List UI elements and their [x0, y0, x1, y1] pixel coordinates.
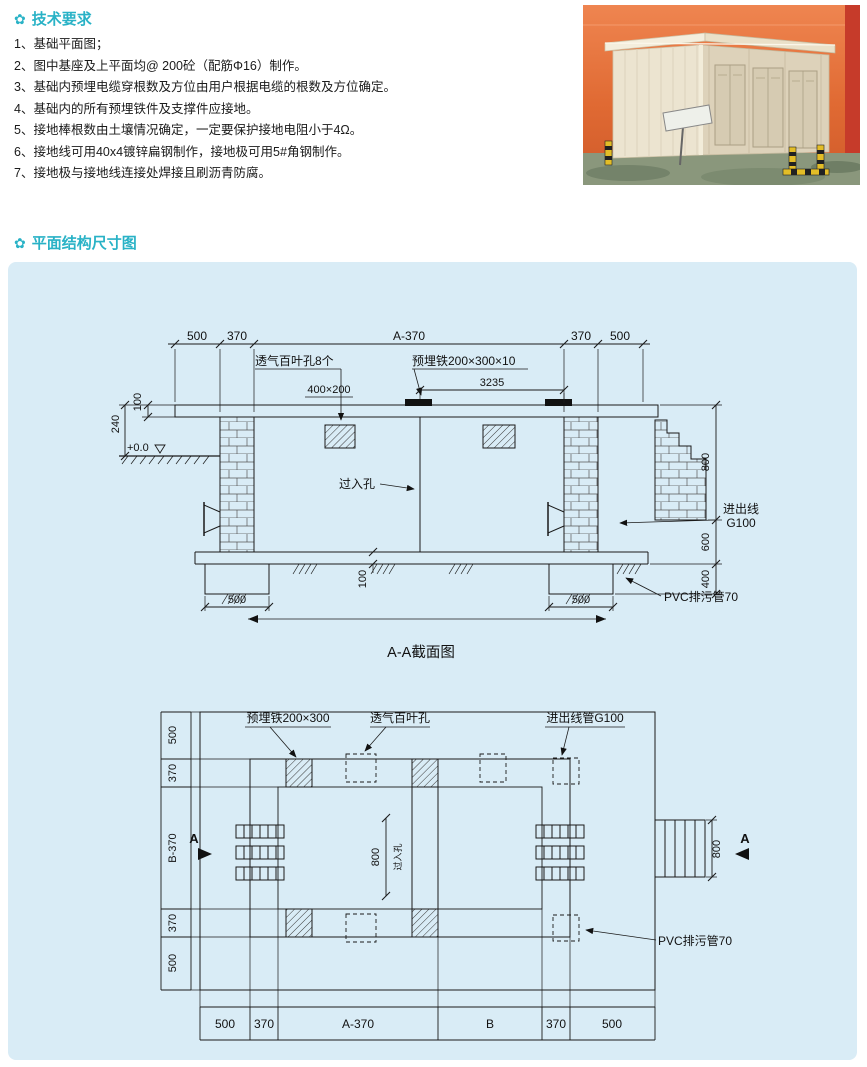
requirement-item: 5、接地棒根数由土壤情况确定，一定要保护接地电阻小于4Ω。	[14, 123, 363, 137]
cable-entry-left	[235, 824, 285, 881]
manhole-label: 过入孔	[339, 477, 375, 491]
plan-structure-title: 平面结构尺寸图	[31, 235, 137, 252]
plan-dim-bottom-370-right: 370	[546, 1017, 566, 1031]
dim-800-right: 800	[700, 453, 712, 471]
dim-3235: 3235	[480, 377, 504, 389]
requirement-item: 1、基础平面图；	[14, 37, 109, 51]
section-mark-a-right: A	[740, 831, 750, 846]
substation-building	[604, 32, 836, 159]
plan-structure-heading: ✿ 平面结构尺寸图	[14, 232, 137, 253]
section-caption: A-A截面图	[387, 644, 455, 661]
plan-inout-label: 进出线管G100	[546, 710, 624, 725]
flower-icon: ✿	[14, 234, 26, 251]
flower-icon: ✿	[14, 10, 26, 27]
plan-dim-left-500-top: 500	[167, 726, 179, 744]
pvc-drain-label: PVC排污管70	[664, 589, 738, 604]
plan-embed-label: 预埋铁200×300	[246, 711, 329, 725]
plan-louver-label: 透气百叶孔	[370, 710, 430, 725]
substation-photo-illustration	[583, 5, 863, 186]
dim-top-370-left: 370	[227, 329, 247, 343]
inout-line-label-1: 进出线	[723, 502, 759, 516]
side-panel-lines	[708, 46, 822, 154]
requirement-item: 4、基础内的所有预埋铁件及支撑件应接地。	[14, 101, 259, 116]
dim-top-500-right: 500	[610, 329, 630, 343]
plan-dim-left-500-bottom: 500	[167, 954, 179, 972]
dim-240: 240	[110, 415, 122, 433]
section-mark-a-left: A	[189, 831, 199, 846]
dim-500-pad-left: 500	[228, 594, 246, 606]
wall-panel-lines	[624, 46, 698, 156]
plan-dim-bottom-370-left: 370	[254, 1017, 274, 1031]
section-view-drawing: 500 370 A-370 370 500 透气百叶孔8个 预埋铁200×300…	[110, 329, 759, 661]
tech-requirements-heading: ✿ 技术要求	[14, 8, 92, 29]
plan-manhole-800: 800	[370, 848, 382, 866]
plan-dim-bottom-b: B	[486, 1017, 494, 1031]
striped-bollards	[604, 140, 830, 176]
plan-dim-bottom-a370: A-370	[342, 1017, 374, 1031]
level-label: +0.0	[127, 442, 149, 454]
plan-trench-800: 800	[711, 840, 723, 858]
door-bays	[714, 64, 818, 149]
dim-top-500-left: 500	[187, 329, 207, 343]
plan-view-labels: 预埋铁200×300 透气百叶孔 进出线管G100 500 370 B-370 …	[167, 710, 750, 1031]
dim-top-370-right: 370	[571, 329, 591, 343]
inout-line-label-2: G100	[726, 516, 756, 530]
plan-dim-bottom-500-left: 500	[215, 1017, 235, 1031]
corner-trim	[699, 45, 703, 155]
section-view-labels: 500 370 A-370 370 500 透气百叶孔8个 预埋铁200×300…	[110, 329, 759, 661]
dim-top-a370: A-370	[393, 329, 425, 343]
sign-board	[662, 104, 713, 166]
dim-100-slab: 100	[357, 570, 369, 588]
dim-100-top: 100	[132, 393, 144, 411]
plan-view-drawing: 预埋铁200×300 透气百叶孔 进出线管G100 500 370 B-370 …	[160, 710, 750, 1041]
tech-requirements-title: 技术要求	[31, 11, 92, 28]
plan-dim-left-b370: B-370	[167, 833, 179, 862]
tech-requirements-list: 1、基础平面图； 2、图中基座及上平面均@ 200砼（配筋Φ16）制作。 3、基…	[14, 34, 576, 185]
requirement-item: 2、图中基座及上平面均@ 200砼（配筋Φ16）制作。	[14, 58, 307, 73]
dim-400-right: 400	[700, 570, 712, 588]
louver-size-label: 400×200	[307, 384, 350, 396]
requirement-item: 3、基础内预埋电缆穿根数及方位由用户根据电缆的根数及方位确定。	[14, 80, 396, 94]
substation-photo	[583, 5, 863, 186]
plan-dim-left-370-top: 370	[167, 764, 179, 782]
requirement-item: 6、接地线可用40x4镀锌扁钢制作，接地极可用5#角钢制作。	[14, 144, 350, 159]
louver-label: 透气百叶孔8个	[255, 353, 334, 368]
plan-pvc-label: PVC排污管70	[658, 933, 732, 948]
section-view-geometry	[119, 339, 722, 623]
cable-entry-right	[535, 824, 585, 881]
dim-600-right: 600	[700, 533, 712, 551]
dim-500-pad-right: 500	[572, 594, 590, 606]
plan-dim-bottom-500-right: 500	[602, 1017, 622, 1031]
engineering-drawing: 500 370 A-370 370 500 透气百叶孔8个 预埋铁200×300…	[110, 329, 759, 1041]
embedded-plate-label: 预埋铁200×300×10	[412, 354, 516, 368]
plan-manhole-label: 过入孔	[392, 843, 403, 870]
requirement-item: 7、接地极与接地线连接处焊接且刷沥青防腐。	[14, 166, 271, 180]
plan-dim-left-370-bottom: 370	[167, 914, 179, 932]
drawing-panel: 500 370 A-370 370 500 透气百叶孔8个 预埋铁200×300…	[8, 262, 857, 1060]
plan-view-geometry	[160, 711, 749, 1041]
